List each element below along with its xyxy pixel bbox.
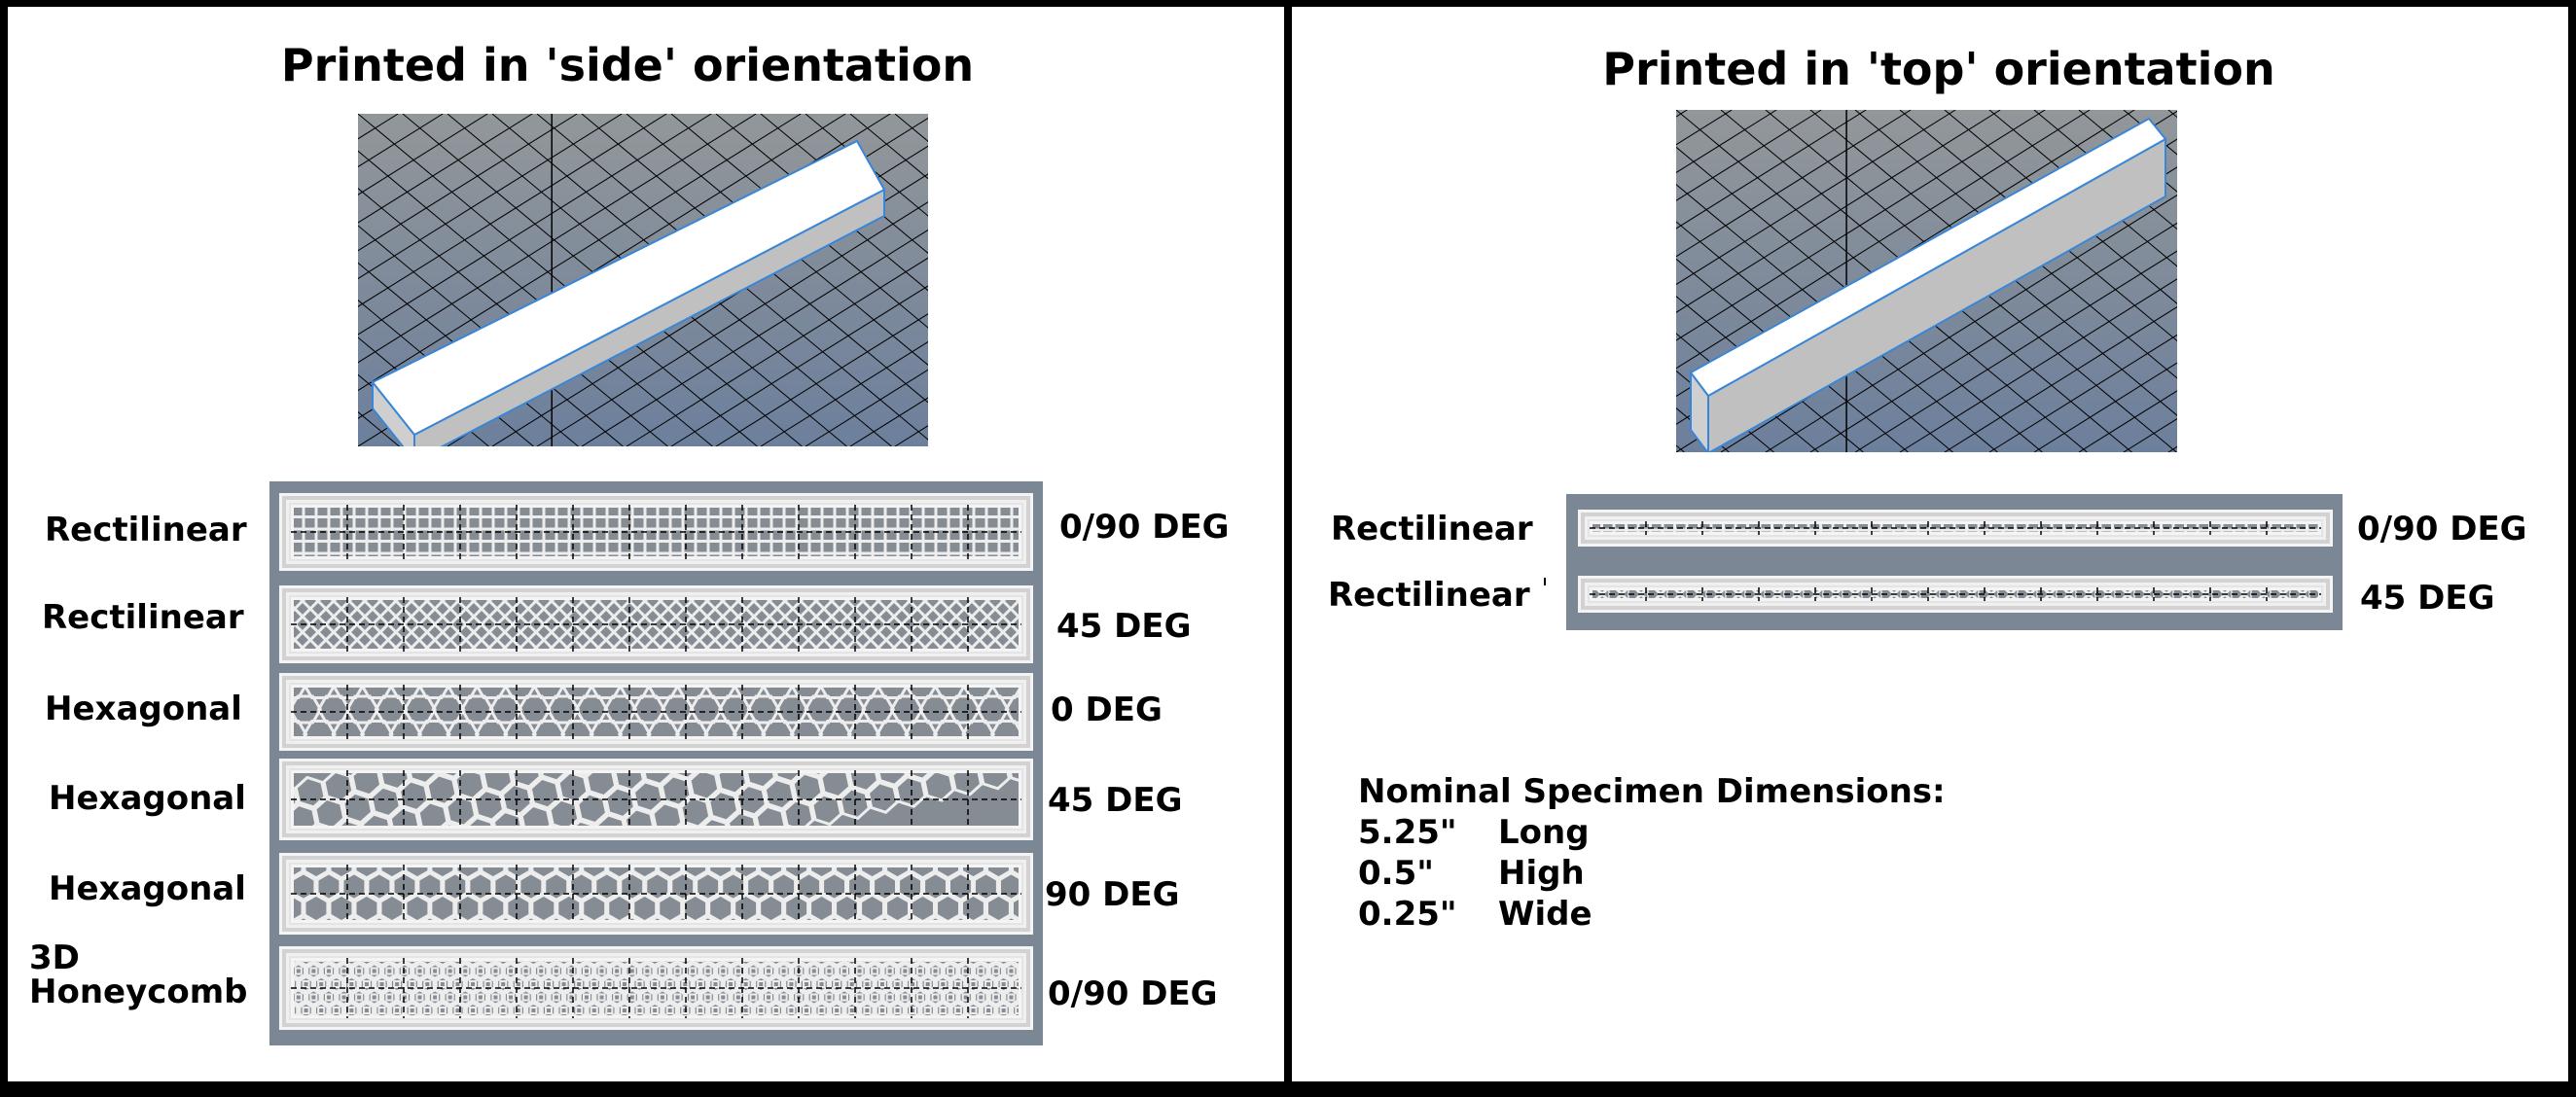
angle-label: 0/90 DEG <box>1059 508 1230 547</box>
top-specimens-frame <box>1566 494 2343 630</box>
specimen-top-rectilinear-0-90 <box>1578 510 2333 547</box>
specimen-hexagonal-45 <box>279 759 1033 840</box>
specimen-3d-honeycomb <box>279 946 1033 1030</box>
dimension-row: 0.25" Wide <box>1358 894 1946 935</box>
angle-label: 45 DEG <box>1056 607 1192 646</box>
infill-pattern <box>1590 587 2321 601</box>
angle-label: 0 DEG <box>1051 690 1163 729</box>
specimen-rectilinear-45 <box>279 585 1033 663</box>
specimen-top-face <box>1689 117 2167 398</box>
pattern-label: Rectilinear <box>1328 576 1530 615</box>
infill-pattern <box>291 597 1021 652</box>
infill-pattern <box>291 865 1021 923</box>
pattern-label-line: 3D <box>29 938 80 977</box>
dimension-label: Wide <box>1498 895 1592 934</box>
angle-label: 0/90 DEG <box>1048 974 1218 1013</box>
build-plate-scene <box>358 114 928 446</box>
pattern-label-line: Honeycomb <box>29 972 248 1011</box>
angle-label: 45 DEG <box>2360 579 2495 618</box>
top-orientation-title: Printed in 'top' orientation <box>1602 43 2275 95</box>
dimension-row: 0.5" High <box>1358 853 1946 894</box>
dimensions-heading: Nominal Specimen Dimensions: <box>1358 772 1946 811</box>
side-orientation-3d-preview <box>358 114 928 446</box>
dimension-value: 0.5" <box>1358 854 1434 893</box>
dimension-value: 5.25" <box>1358 813 1457 852</box>
infill-pattern <box>291 958 1021 1018</box>
dimension-value: 0.25" <box>1358 895 1457 934</box>
infill-pattern <box>1590 521 2321 535</box>
angle-label: 0/90 DEG <box>2357 510 2527 548</box>
pattern-label: Rectilinear <box>1331 510 1533 548</box>
specimen-top-face <box>371 139 886 437</box>
dimension-label: High <box>1498 854 1585 893</box>
specimen-top-rectilinear-45 <box>1578 576 2333 613</box>
infill-pattern <box>291 505 1021 559</box>
pattern-label: Rectilinear <box>45 511 247 549</box>
side-specimens-frame <box>269 481 1043 1045</box>
dimension-label: Long <box>1498 813 1590 852</box>
pattern-label: Rectilinear <box>42 598 244 637</box>
stray-mark <box>1544 578 1546 585</box>
angle-label: 45 DEG <box>1048 781 1183 820</box>
top-orientation-3d-preview <box>1676 110 2177 452</box>
specimen-hexagonal-0 <box>279 673 1033 751</box>
side-orientation-title: Printed in 'side' orientation <box>280 39 975 91</box>
specimen-dimensions: Nominal Specimen Dimensions: 5.25" Long 0… <box>1358 771 1946 935</box>
build-plate-scene <box>1676 110 2177 452</box>
angle-label: 90 DEG <box>1045 875 1180 914</box>
specimen-rectilinear-0-90 <box>279 493 1033 571</box>
infill-pattern <box>291 770 1021 829</box>
specimen-hexagonal-90 <box>279 853 1033 935</box>
pattern-label-3d-honeycomb: 3D Honeycomb <box>29 941 248 1009</box>
dimension-row: 5.25" Long <box>1358 812 1946 853</box>
pattern-label: Hexagonal <box>49 869 246 908</box>
infill-pattern <box>291 685 1021 739</box>
pattern-label: Hexagonal <box>45 690 242 728</box>
pattern-label: Hexagonal <box>49 779 246 818</box>
